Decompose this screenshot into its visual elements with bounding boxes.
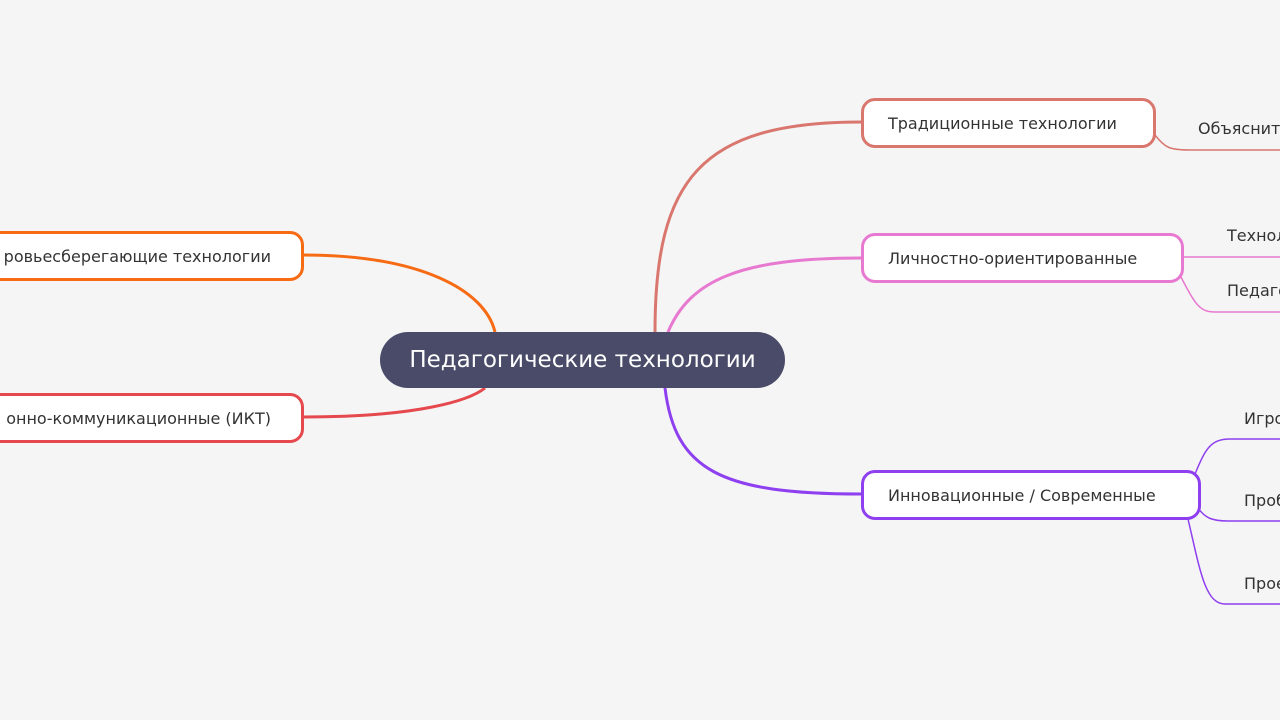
subtopic[interactable]: Прое (1244, 574, 1280, 593)
subtopic[interactable]: Игро (1244, 409, 1280, 428)
link-innovative (663, 387, 862, 496)
topic-health[interactable]: ровьесберегающие технологии (0, 231, 304, 281)
topic-ict[interactable]: онно-коммуникационные (ИКТ) (0, 393, 304, 443)
subtopic[interactable]: Объяснит (1198, 119, 1280, 138)
topic-label: Личностно-ориентированные (888, 248, 1138, 268)
topic-label: Инновационные / Современные (888, 485, 1156, 505)
subtopic[interactable]: Технол (1227, 226, 1280, 245)
link-health (302, 253, 497, 333)
central-topic-label: Педагогические технологии (409, 347, 756, 373)
topic-label: Традиционные технологии (888, 113, 1117, 133)
central-topic[interactable]: Педагогические технологии (380, 332, 785, 388)
topic-personal[interactable]: Личностно-ориентированные (861, 233, 1184, 283)
subtopic[interactable]: Педаго (1227, 281, 1280, 300)
subtopic[interactable]: Проб (1244, 491, 1280, 510)
link-traditional (653, 120, 862, 333)
topic-innovative[interactable]: Инновационные / Современные (861, 470, 1201, 520)
topic-label: ровьесберегающие технологии (3, 246, 271, 266)
topic-traditional[interactable]: Традиционные технологии (861, 98, 1156, 148)
link-ict (302, 386, 486, 419)
topic-label: онно-коммуникационные (ИКТ) (6, 408, 271, 428)
link-personal (666, 256, 862, 333)
